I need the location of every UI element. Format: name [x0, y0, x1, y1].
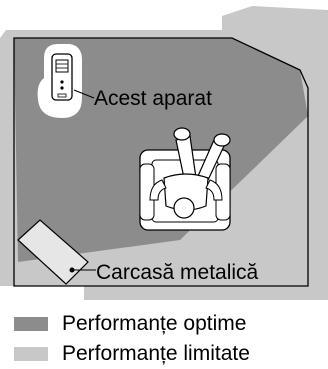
room-outline: [13, 37, 309, 287]
person-armchair-icon: [139, 127, 231, 231]
legend-item-limited: Performanțe limitate: [14, 342, 250, 366]
device-leader-line: [73, 89, 95, 99]
legend-label-optimal: Performanțe optime: [62, 312, 247, 335]
legend-label-limited: Performanțe limitate: [62, 342, 250, 365]
legend-swatch-optimal: [14, 317, 48, 331]
legend-swatch-limited: [14, 347, 48, 361]
device-icon: [37, 44, 82, 118]
metal-case-label: Carcasă metalică: [96, 261, 259, 284]
legend-item-optimal: Performanțe optime: [14, 312, 246, 336]
coverage-diagram: [0, 6, 328, 300]
device-label: Acest aparat: [94, 87, 212, 110]
